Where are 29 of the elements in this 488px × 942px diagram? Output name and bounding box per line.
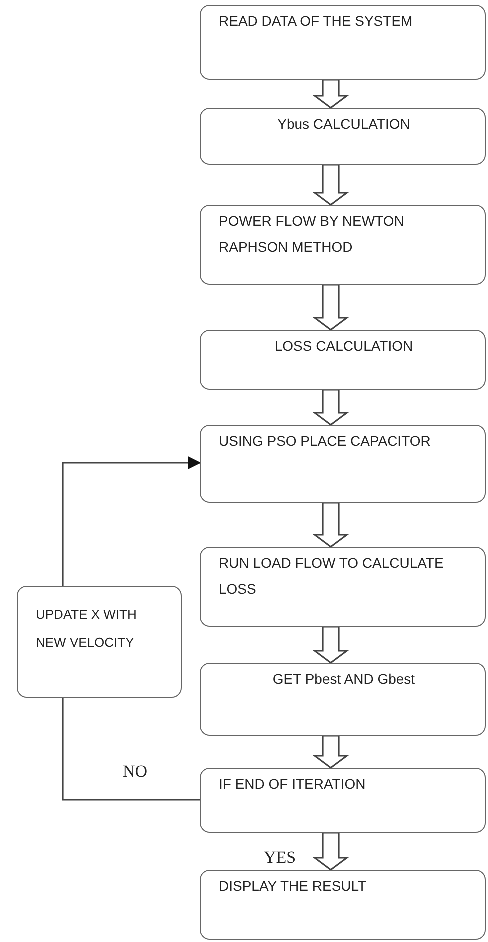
process-box bbox=[200, 205, 486, 285]
step-text: IF END OF ITERATION bbox=[219, 776, 366, 792]
process-box bbox=[200, 425, 486, 503]
block-arrow bbox=[312, 626, 350, 664]
block-arrow bbox=[312, 164, 350, 206]
process-box bbox=[200, 108, 486, 165]
process-box bbox=[17, 586, 182, 698]
process-box bbox=[200, 330, 486, 390]
step-text: UPDATE X WITH NEW VELOCITY bbox=[36, 607, 137, 650]
block-arrow bbox=[312, 79, 350, 109]
step-text: READ DATA OF THE SYSTEM bbox=[219, 13, 413, 29]
block-arrow bbox=[312, 502, 350, 548]
step-text: POWER FLOW BY NEWTON RAPHSON METHOD bbox=[219, 213, 404, 255]
connector-arrow bbox=[62, 456, 202, 586]
block-arrow bbox=[312, 389, 350, 426]
step-text: RUN LOAD FLOW TO CALCULATE LOSS bbox=[219, 555, 444, 597]
process-box bbox=[200, 5, 486, 80]
process-box bbox=[200, 768, 486, 833]
step-text: LOSS CALCULATION bbox=[274, 338, 414, 354]
block-arrow bbox=[312, 735, 350, 769]
block-arrow bbox=[312, 832, 350, 871]
step-text: USING PSO PLACE CAPACITOR bbox=[219, 433, 431, 449]
step-text: Ybus CALCULATION bbox=[278, 116, 410, 132]
process-box bbox=[200, 870, 486, 940]
step-text: DISPLAY THE RESULT bbox=[219, 878, 367, 894]
block-arrow bbox=[312, 284, 350, 331]
process-box bbox=[200, 663, 486, 736]
process-box bbox=[200, 547, 486, 627]
step-text: GET Pbest AND Gbest bbox=[272, 671, 416, 687]
